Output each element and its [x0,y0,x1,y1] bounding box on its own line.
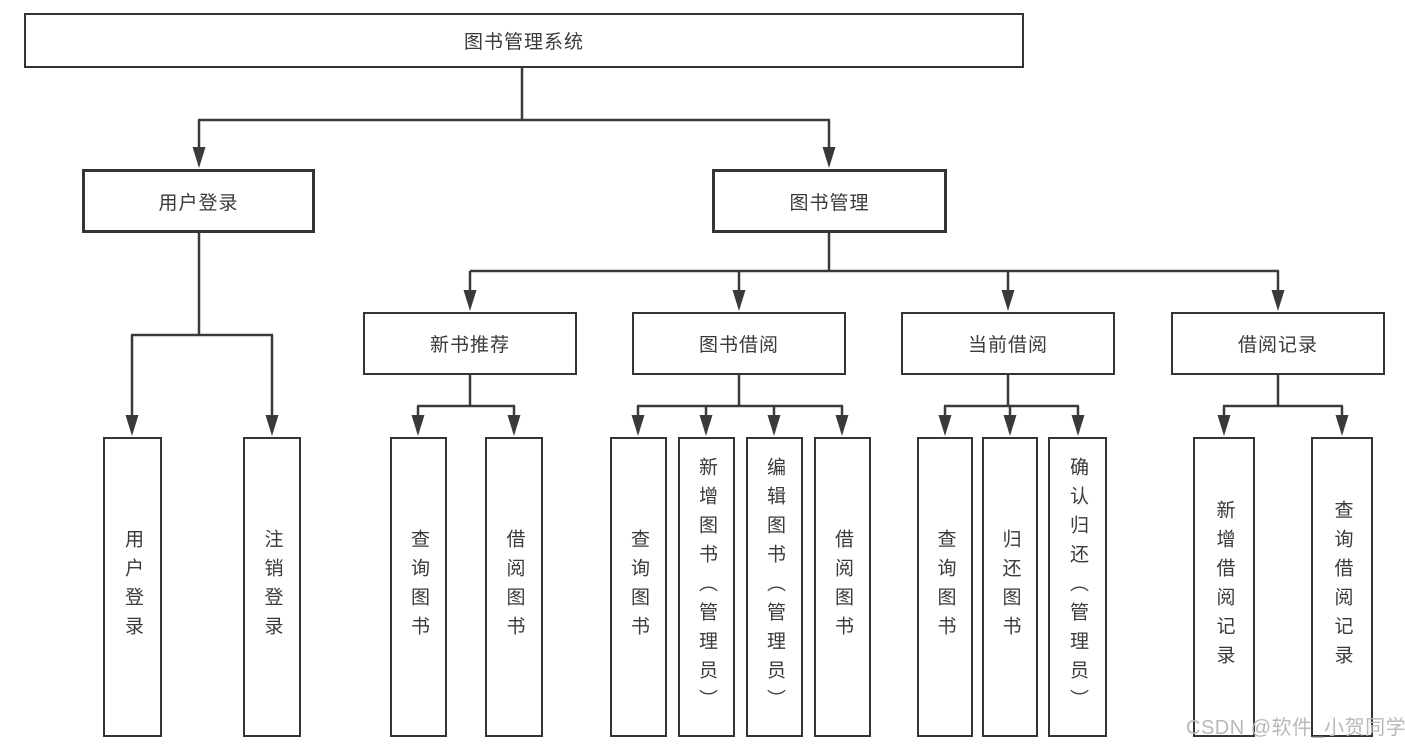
leaf-recommend-borrow-books: 借阅图书 [485,437,543,737]
leaf-label: 借阅图书 [503,529,525,645]
leaf-label: 注销登录 [261,529,283,645]
node-label: 用户登录 [158,192,239,214]
leaf-label: 归还图书 [999,529,1021,645]
leaf-recommend-query-books: 查询图书 [390,437,447,737]
node-book-borrowing: 图书借阅 [632,312,846,375]
leaf-current-confirm-return-admin: 确认归还（管理员） [1048,437,1107,737]
csdn-watermark: CSDN @软件_小贺同学 [1186,717,1405,739]
node-label: 图书管理 [789,192,870,214]
leaf-records-query-borrow-record: 查询借阅记录 [1311,437,1373,737]
node-user-login: 用户登录 [82,169,315,233]
node-borrowing-records: 借阅记录 [1171,312,1385,375]
node-new-book-recommendation: 新书推荐 [363,312,577,375]
leaf-label: 查询借阅记录 [1331,500,1353,674]
node-book-management: 图书管理 [712,169,947,233]
node-current-borrowing: 当前借阅 [901,312,1115,375]
leaf-user-login: 用户登录 [103,437,162,737]
leaf-label: 确认归还（管理员） [1067,456,1088,718]
leaf-label: 编辑图书（管理员） [764,456,785,718]
leaf-label: 用户登录 [122,529,143,645]
leaf-borrowing-edit-books-admin: 编辑图书（管理员） [746,437,803,737]
leaf-borrowing-borrow-books: 借阅图书 [814,437,871,737]
leaf-borrowing-query-books: 查询图书 [610,437,667,737]
node-label: 新书推荐 [429,335,510,356]
leaf-label: 查询图书 [408,529,429,645]
node-label: 图书管理系统 [463,32,584,53]
node-label: 当前借阅 [967,335,1048,356]
node-label: 图书借阅 [698,335,779,356]
leaf-current-return-books: 归还图书 [982,437,1038,737]
leaf-current-query-books: 查询图书 [917,437,973,737]
leaf-label: 查询图书 [628,529,649,645]
arrowheads [125,147,1349,436]
leaf-borrowing-add-books-admin: 新增图书（管理员） [678,437,735,737]
node-library-management-system: 图书管理系统 [24,13,1024,68]
leaf-records-add-borrow-record: 新增借阅记录 [1193,437,1255,737]
leaf-label: 新增图书（管理员） [696,456,717,718]
leaf-logout: 注销登录 [243,437,301,737]
node-label: 借阅记录 [1237,335,1318,356]
leaf-label: 查询图书 [934,529,956,645]
leaf-label: 借阅图书 [832,529,853,645]
leaf-label: 新增借阅记录 [1213,500,1235,674]
